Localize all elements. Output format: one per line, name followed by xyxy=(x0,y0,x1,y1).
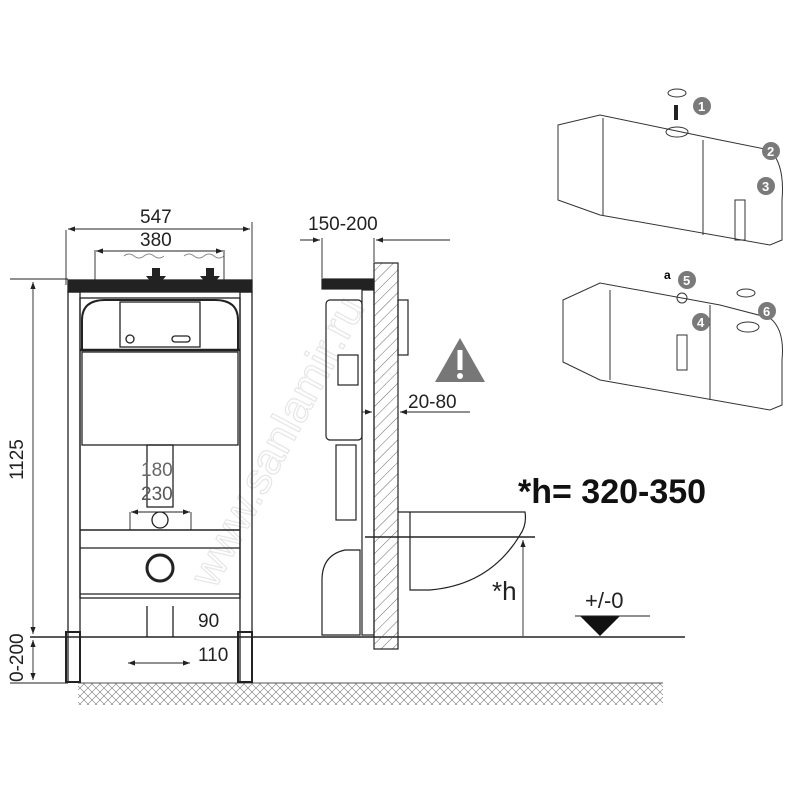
dim-90: 90 xyxy=(198,611,219,632)
dim-230: 230 xyxy=(141,484,173,505)
dim-0-200: 0-200 xyxy=(7,633,28,682)
dim-110: 110 xyxy=(198,645,228,666)
tank-bottom xyxy=(562,282,783,411)
step-sub-label: a xyxy=(664,268,671,282)
install-step-badges: 1 2 3 4 5 6 xyxy=(678,97,780,331)
front-dimensions xyxy=(10,222,253,684)
side-frame xyxy=(321,262,535,650)
step-6: 6 xyxy=(763,304,770,319)
floor-level-marker xyxy=(575,615,650,636)
side-dimensions xyxy=(300,237,526,636)
tank-top xyxy=(557,88,783,246)
dim-1125: 1125 xyxy=(7,439,28,480)
h-symbol: *h xyxy=(492,576,517,606)
step-5: 5 xyxy=(683,273,690,288)
front-frame xyxy=(65,279,253,683)
dim-20-80: 20-80 xyxy=(408,392,457,413)
step-4: 4 xyxy=(697,315,705,330)
step-2: 2 xyxy=(767,144,774,159)
floor-level-label: +/-0 xyxy=(585,588,624,613)
dim-380: 380 xyxy=(140,230,172,251)
h-formula: *h= 320-350 xyxy=(518,473,706,511)
dim-547: 547 xyxy=(140,207,172,228)
step-3: 3 xyxy=(762,179,769,194)
step-1: 1 xyxy=(698,99,705,114)
dim-180: 180 xyxy=(141,460,173,481)
dim-150-200: 150-200 xyxy=(308,214,378,235)
warning-triangle-icon xyxy=(435,338,485,382)
floor xyxy=(30,636,685,705)
flush-arrows xyxy=(123,253,225,288)
